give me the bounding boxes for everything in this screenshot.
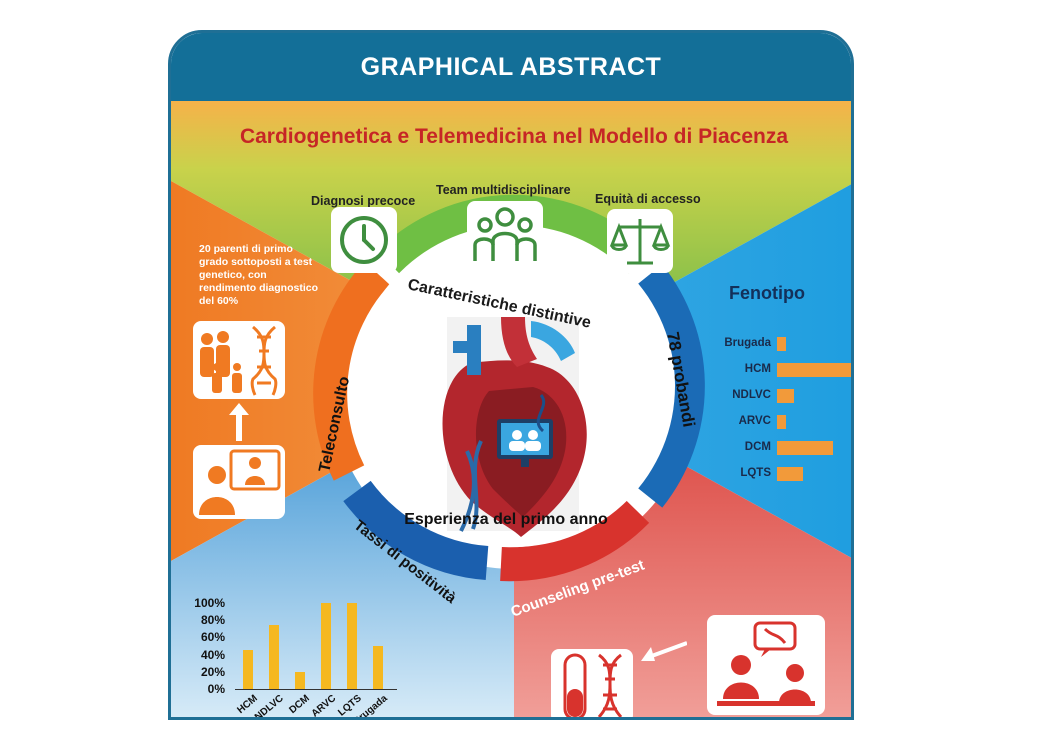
main-title: Cardiogenetica e Telemedicina nel Modell… — [239, 125, 789, 148]
graphical-abstract-frame: GRAPHICAL ABSTRACT — [168, 30, 854, 720]
feature-icon-box-clock — [331, 207, 397, 273]
positivity-bar-brugada — [373, 646, 383, 689]
ring-arc-right — [635, 264, 705, 508]
positivity-ytick-5: 100% — [194, 596, 225, 610]
feature-icon-box-team — [467, 201, 543, 267]
ring-label-right: 78 probandi — [663, 330, 698, 428]
phenotype-label-ndlvc: NDLVC — [732, 389, 771, 401]
positivity-bar-ndlvc — [269, 624, 279, 689]
positivity-bar-lqts — [347, 603, 357, 689]
phenotype-label-hcm: HCM — [744, 363, 771, 375]
positivity-ytick-3: 60% — [200, 630, 225, 645]
phenotype-bar-lqts — [777, 467, 803, 481]
positivity-ytick-4: 80% — [200, 613, 225, 628]
family-dna-icon — [200, 325, 278, 396]
phenotype-label-lqts: LQTS — [740, 467, 771, 479]
phenotype-bar-arvc — [777, 415, 786, 429]
positivity-ytick-2: 40% — [200, 647, 225, 662]
phenotype-chart-title: Fenotipo — [729, 283, 805, 303]
teleconsulto-text: 20 parenti di primo grado sottoposti a t… — [199, 243, 319, 307]
positivity-xlabel-arvc: ARVC — [309, 693, 339, 720]
positivity-ytick-1: 20% — [200, 664, 225, 679]
family-dna-box — [193, 321, 285, 399]
feature-icon-box-scale — [607, 209, 673, 273]
feature-label-team: Team multidisciplinare — [436, 183, 571, 197]
positivity-x-axis — [235, 689, 397, 690]
phenotype-bar-ndlvc — [777, 389, 795, 403]
ring-label-top: Caratteristiche distintive — [406, 276, 592, 331]
header-bar: GRAPHICAL ABSTRACT — [171, 33, 851, 101]
positivity-xlabel-ndlvc: NDLVC — [253, 693, 287, 720]
positivity-xlabel-dcm: DCM — [287, 693, 313, 717]
ring-arc-bottom-left — [343, 480, 489, 580]
phenotype-label-brugada: Brugada — [724, 337, 771, 349]
up-arrow-icon — [229, 403, 249, 441]
phenotype-bar-brugada — [777, 337, 786, 351]
center-caption: Esperienza del primo anno — [404, 511, 608, 528]
ring-label-bottom-right: Counseling pre-test — [509, 557, 647, 621]
ring-labels: Caratteristiche distintive 78 probandi C… — [316, 276, 698, 621]
diagram-area: Cardiogenetica e Telemedicina nel Modell… — [171, 101, 851, 720]
team-icon — [473, 207, 537, 261]
phenotype-bar-dcm — [777, 441, 834, 455]
header-title: GRAPHICAL ABSTRACT — [360, 52, 662, 81]
test-tube-dna-icon — [563, 653, 623, 717]
left-arrow-icon — [641, 641, 687, 661]
scale-icon — [609, 219, 671, 265]
phenotype-label-arvc: ARVC — [738, 415, 771, 427]
ring-arc-left — [313, 261, 390, 481]
feature-label-equita: Equità di accesso — [595, 192, 701, 206]
clock-icon — [340, 216, 388, 264]
positivity-ytick-0: 0% — [207, 682, 225, 696]
phenotype-label-dcm: DCM — [744, 441, 771, 453]
ring-label-left: Teleconsulto — [316, 375, 353, 474]
ring-arc-bottom-right — [500, 498, 650, 582]
test-tube-box — [551, 649, 633, 717]
teleconsult-box — [193, 445, 285, 519]
phenotype-bar-hcm — [777, 363, 851, 377]
positivity-bar-hcm — [243, 650, 253, 689]
positivity-bar-arvc — [321, 603, 331, 689]
doctor-screen-icon — [199, 449, 281, 515]
counseling-box — [707, 615, 825, 715]
heart-illustration — [442, 317, 587, 537]
positivity-bar-dcm — [295, 671, 305, 689]
feature-label-diagnosi: Diagnosi precoce — [311, 194, 416, 208]
counseling-icon — [717, 621, 815, 706]
